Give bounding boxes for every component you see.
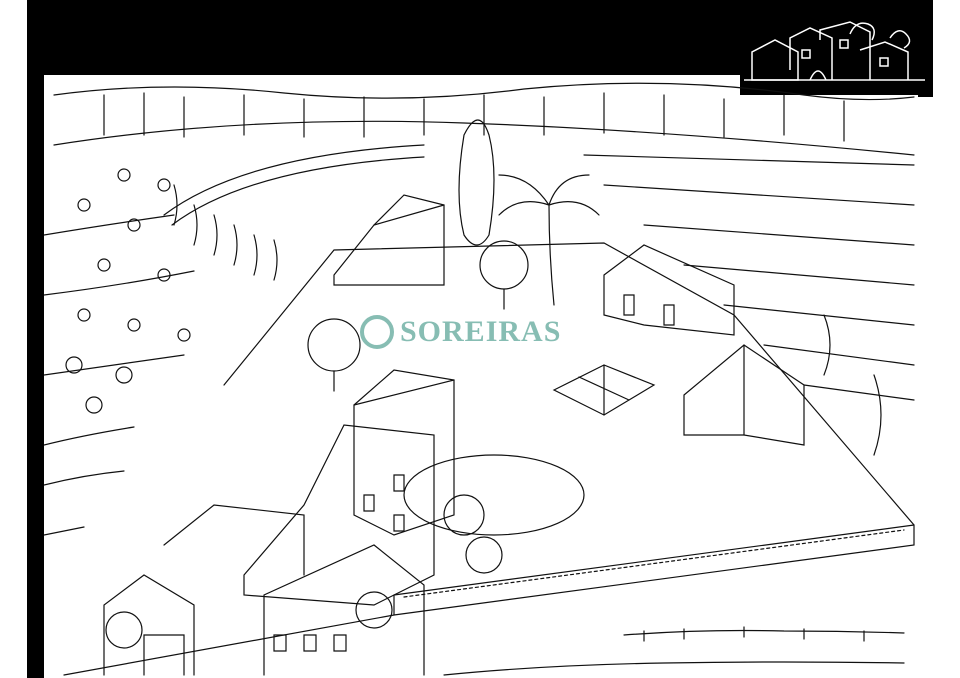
farmhouse-sketch [44, 75, 918, 678]
left-black-band [27, 75, 44, 678]
watermark-logo-icon [360, 315, 394, 349]
house-logo [740, 10, 933, 95]
soreiras-watermark: SOREIRAS [360, 312, 561, 352]
watermark-text: SOREIRAS [400, 315, 562, 348]
